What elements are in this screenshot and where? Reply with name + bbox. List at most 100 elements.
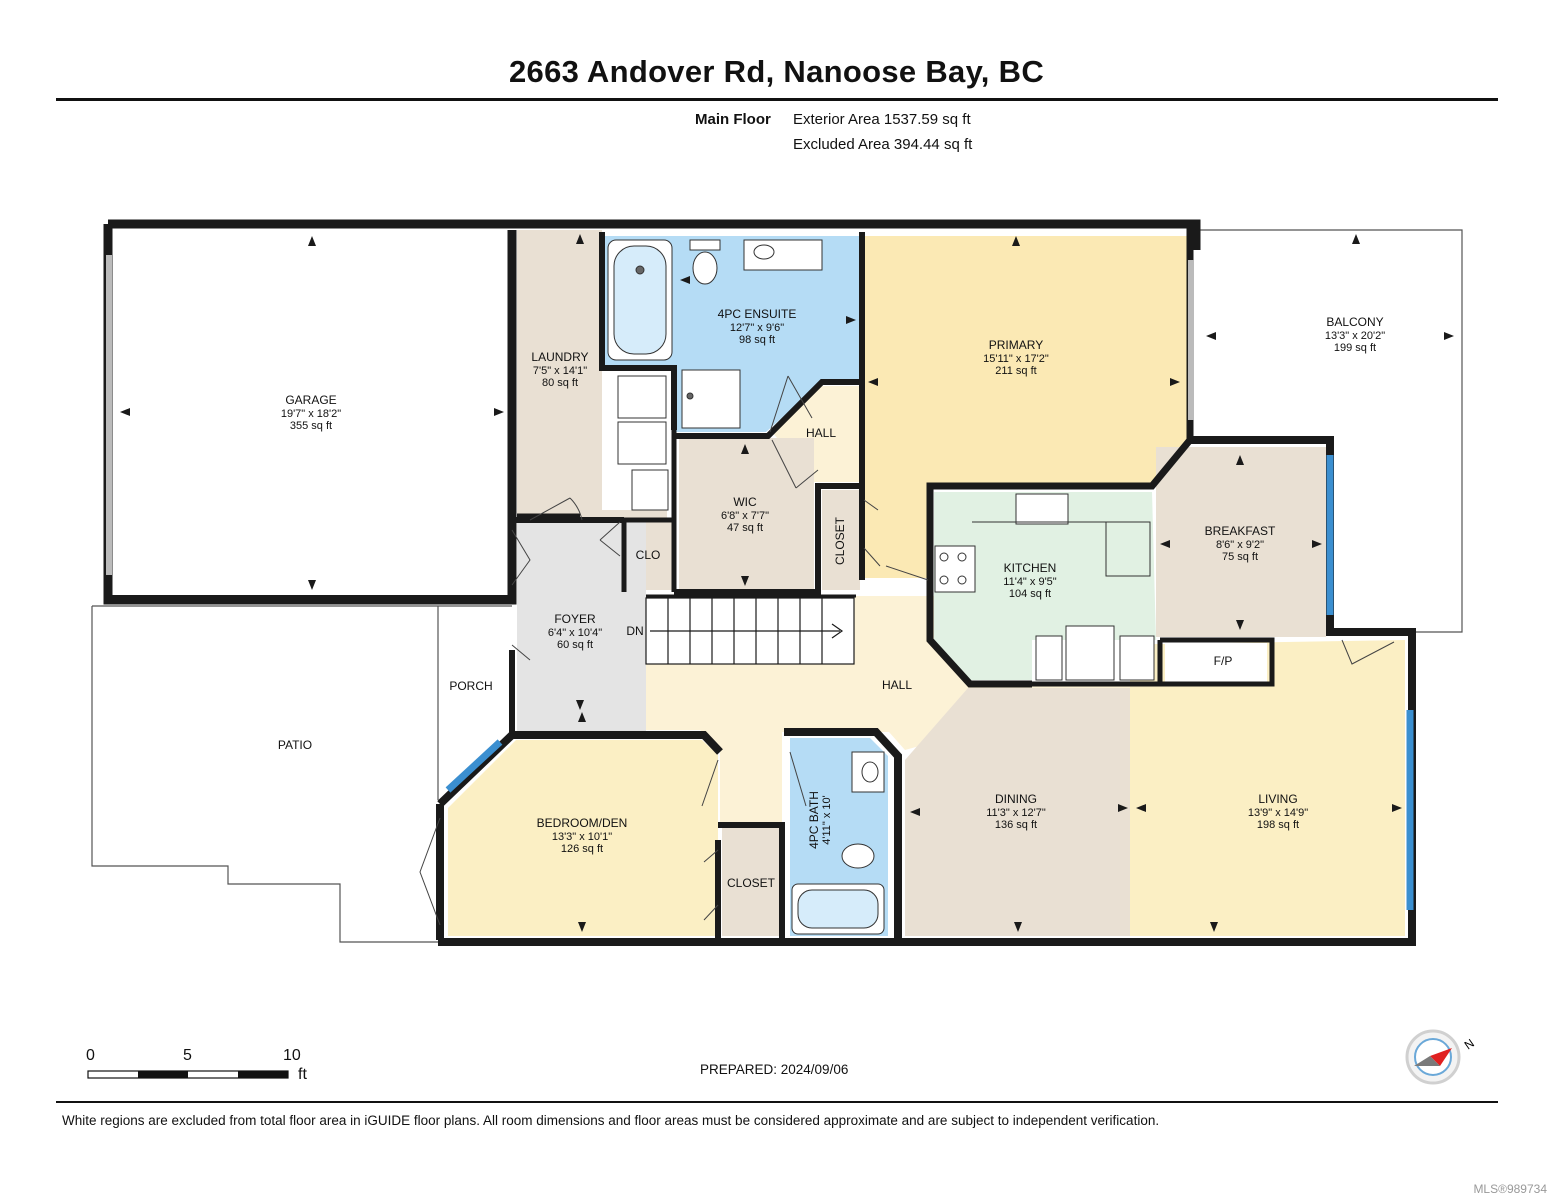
exterior-area: Exterior Area 1537.59 sq ft — [793, 111, 971, 128]
laundry-washer — [617, 421, 667, 465]
breakfast-wall — [438, 436, 1416, 946]
stairs — [645, 597, 855, 665]
garage-dims: 19'7" x 18'2" — [281, 408, 341, 420]
dn-label: DN — [626, 624, 643, 638]
room-labels: GARAGE 19'7" x 18'2" 355 sq ft LAUNDRY 7… — [278, 307, 1385, 890]
page-title: 2663 Andover Rd, Nanoose Bay, BC — [508, 54, 1045, 89]
kitchen-dims: 11'4" x 9'5" — [1003, 576, 1056, 588]
garage-label: GARAGE — [285, 393, 336, 407]
scale-label-5: 5 — [183, 1047, 192, 1064]
foyer-fill — [517, 520, 646, 735]
bedroom-label: BEDROOM/DEN — [537, 816, 628, 830]
garage-fill — [112, 230, 512, 598]
living-label: LIVING — [1258, 792, 1297, 806]
door-closet — [863, 499, 881, 567]
dining-dims: 11'3" x 12'7" — [986, 807, 1046, 819]
breakfast-label: BREAKFAST — [1205, 524, 1276, 538]
laundry-label: LAUNDRY — [531, 350, 588, 364]
laundry-lower-fill — [517, 510, 667, 520]
laundry-right — [517, 368, 677, 592]
primary-fill — [864, 236, 1188, 578]
kitchen-counters — [1032, 637, 1275, 687]
ensuite-dims: 12'7" x 9'6" — [730, 322, 784, 334]
bath-sink — [861, 761, 879, 783]
door-bath — [789, 751, 807, 807]
ensuite-label: 4PC ENSUITE — [718, 307, 797, 321]
breakfast-dims: 8'6" x 9'2" — [1216, 539, 1264, 551]
wic-dims: 6'8" x 7'7" — [721, 510, 769, 522]
bath-toilet — [841, 843, 875, 869]
door-kitchen — [885, 565, 929, 581]
doors — [419, 375, 1395, 926]
patio-outline — [91, 605, 440, 943]
door-patio — [419, 817, 441, 926]
living-area: 198 sq ft — [1257, 819, 1299, 831]
compass-label: N — [1462, 1036, 1477, 1052]
tub-drain — [635, 265, 645, 275]
porch-label: PORCH — [449, 679, 492, 693]
living-dims: 13'9" x 14'9" — [1248, 807, 1308, 819]
kitchen-island — [972, 521, 1151, 577]
closet-lower-label: CLOSET — [727, 876, 776, 890]
hall-upper-label: HALL — [806, 426, 836, 440]
ensuite-toilet-tank — [689, 239, 721, 251]
primary-label: PRIMARY — [989, 338, 1043, 352]
bath-label: 4PC BATH — [807, 791, 821, 849]
laundry-area: 80 sq ft — [542, 377, 578, 389]
laundry-dims: 7'5" x 14'1" — [533, 365, 587, 377]
door-hall-lower — [771, 439, 819, 489]
balcony-dims: 13'3" x 20'2" — [1325, 330, 1385, 342]
door-hall-upper — [769, 375, 813, 433]
balcony-label: BALCONY — [1326, 315, 1383, 329]
dimension-arrows — [120, 234, 1454, 932]
primary-area: 211 sq ft — [995, 365, 1036, 377]
kitchen-label: KITCHEN — [1004, 561, 1057, 575]
wic-area: 47 sq ft — [727, 522, 763, 534]
kitchen-area: 104 sq ft — [1009, 588, 1051, 600]
compass-icon: N — [1405, 1029, 1477, 1085]
wic-label: WIC — [733, 495, 757, 509]
bedroom-fill — [448, 740, 718, 936]
closet-upper-fill — [822, 490, 860, 590]
laundry-sink — [631, 469, 669, 511]
glass-doors — [106, 255, 1194, 575]
door-clo — [599, 521, 621, 557]
wic-fill — [679, 438, 814, 590]
living-fill — [1130, 640, 1405, 936]
bath-dims: 4'11" x 10' — [821, 795, 833, 845]
breakfast-area: 75 sq ft — [1222, 551, 1258, 563]
stair-arrow — [650, 623, 844, 639]
bedroom-area: 126 sq ft — [561, 843, 603, 855]
laundry-dryer — [617, 375, 667, 419]
footnote: White regions are excluded from total fl… — [62, 1113, 1160, 1128]
garage-area: 355 sq ft — [290, 420, 332, 432]
header-divider — [56, 98, 1498, 101]
patio-label: PATIO — [278, 738, 312, 752]
shower-drain — [686, 392, 694, 400]
ensuite-area: 98 sq ft — [739, 334, 775, 346]
fp-fill — [1165, 643, 1267, 683]
door-balcony — [1341, 639, 1395, 665]
balcony-area: 199 sq ft — [1334, 342, 1376, 354]
bedroom-window — [445, 739, 503, 793]
scale-bar — [87, 1070, 289, 1079]
floor-label: Main Floor — [695, 111, 771, 128]
scale-label-0: 0 — [86, 1047, 95, 1064]
bath-tub-inner — [797, 889, 879, 929]
foyer-area: 60 sq ft — [557, 639, 593, 651]
foyer-dims: 6'4" x 10'4" — [548, 627, 602, 639]
scale-label-10: 10 — [283, 1047, 301, 1064]
wic-walls — [674, 483, 862, 595]
kitchen-sink — [1015, 493, 1069, 525]
dining-fill — [905, 688, 1130, 936]
primary-dims: 15'11" x 17'2" — [983, 353, 1049, 365]
door-bedroom — [701, 759, 719, 921]
mls-watermark: MLS®989734 — [1473, 1182, 1547, 1196]
kitchen-counter-2 — [1119, 635, 1155, 681]
bedroom-right — [715, 822, 785, 940]
laundry-fill — [517, 230, 602, 515]
bedroom-dims: 13'3" x 10'1" — [552, 831, 612, 843]
door-laundry — [529, 497, 583, 521]
windows — [445, 455, 1414, 910]
